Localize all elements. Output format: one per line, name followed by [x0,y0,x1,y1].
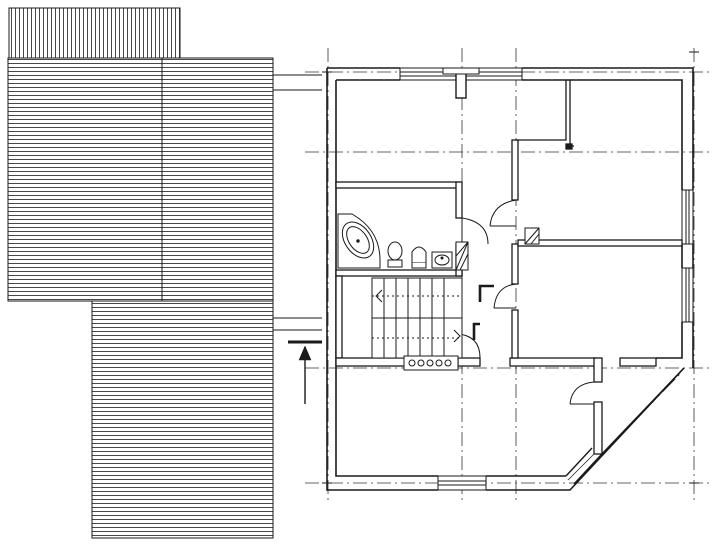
terrace-decking [7,7,274,539]
shaft [455,241,469,271]
deck-left-upper [7,57,163,302]
staircase [371,277,463,359]
deck-right-upper [161,57,274,302]
shaft-small [524,227,540,245]
window-right-lower [681,267,694,323]
door-jambs [472,284,494,340]
column-cap [442,67,480,75]
bidet-icon [411,246,427,269]
deck-connection-lines [273,74,322,331]
radiator [403,355,459,371]
deck-lower [91,300,274,539]
window-right-upper [681,189,694,245]
toilet-icon [387,241,403,268]
corner-ticks [322,51,699,484]
door-swings [457,199,595,405]
window-bottom [437,475,487,491]
bathtub-icon [337,213,381,269]
deck-top-vertical [8,7,181,59]
section-arrow-icon [288,340,322,404]
bay-diagonal-wall [565,367,685,485]
washbasin-icon [431,251,453,269]
bay-window-line [603,371,683,453]
